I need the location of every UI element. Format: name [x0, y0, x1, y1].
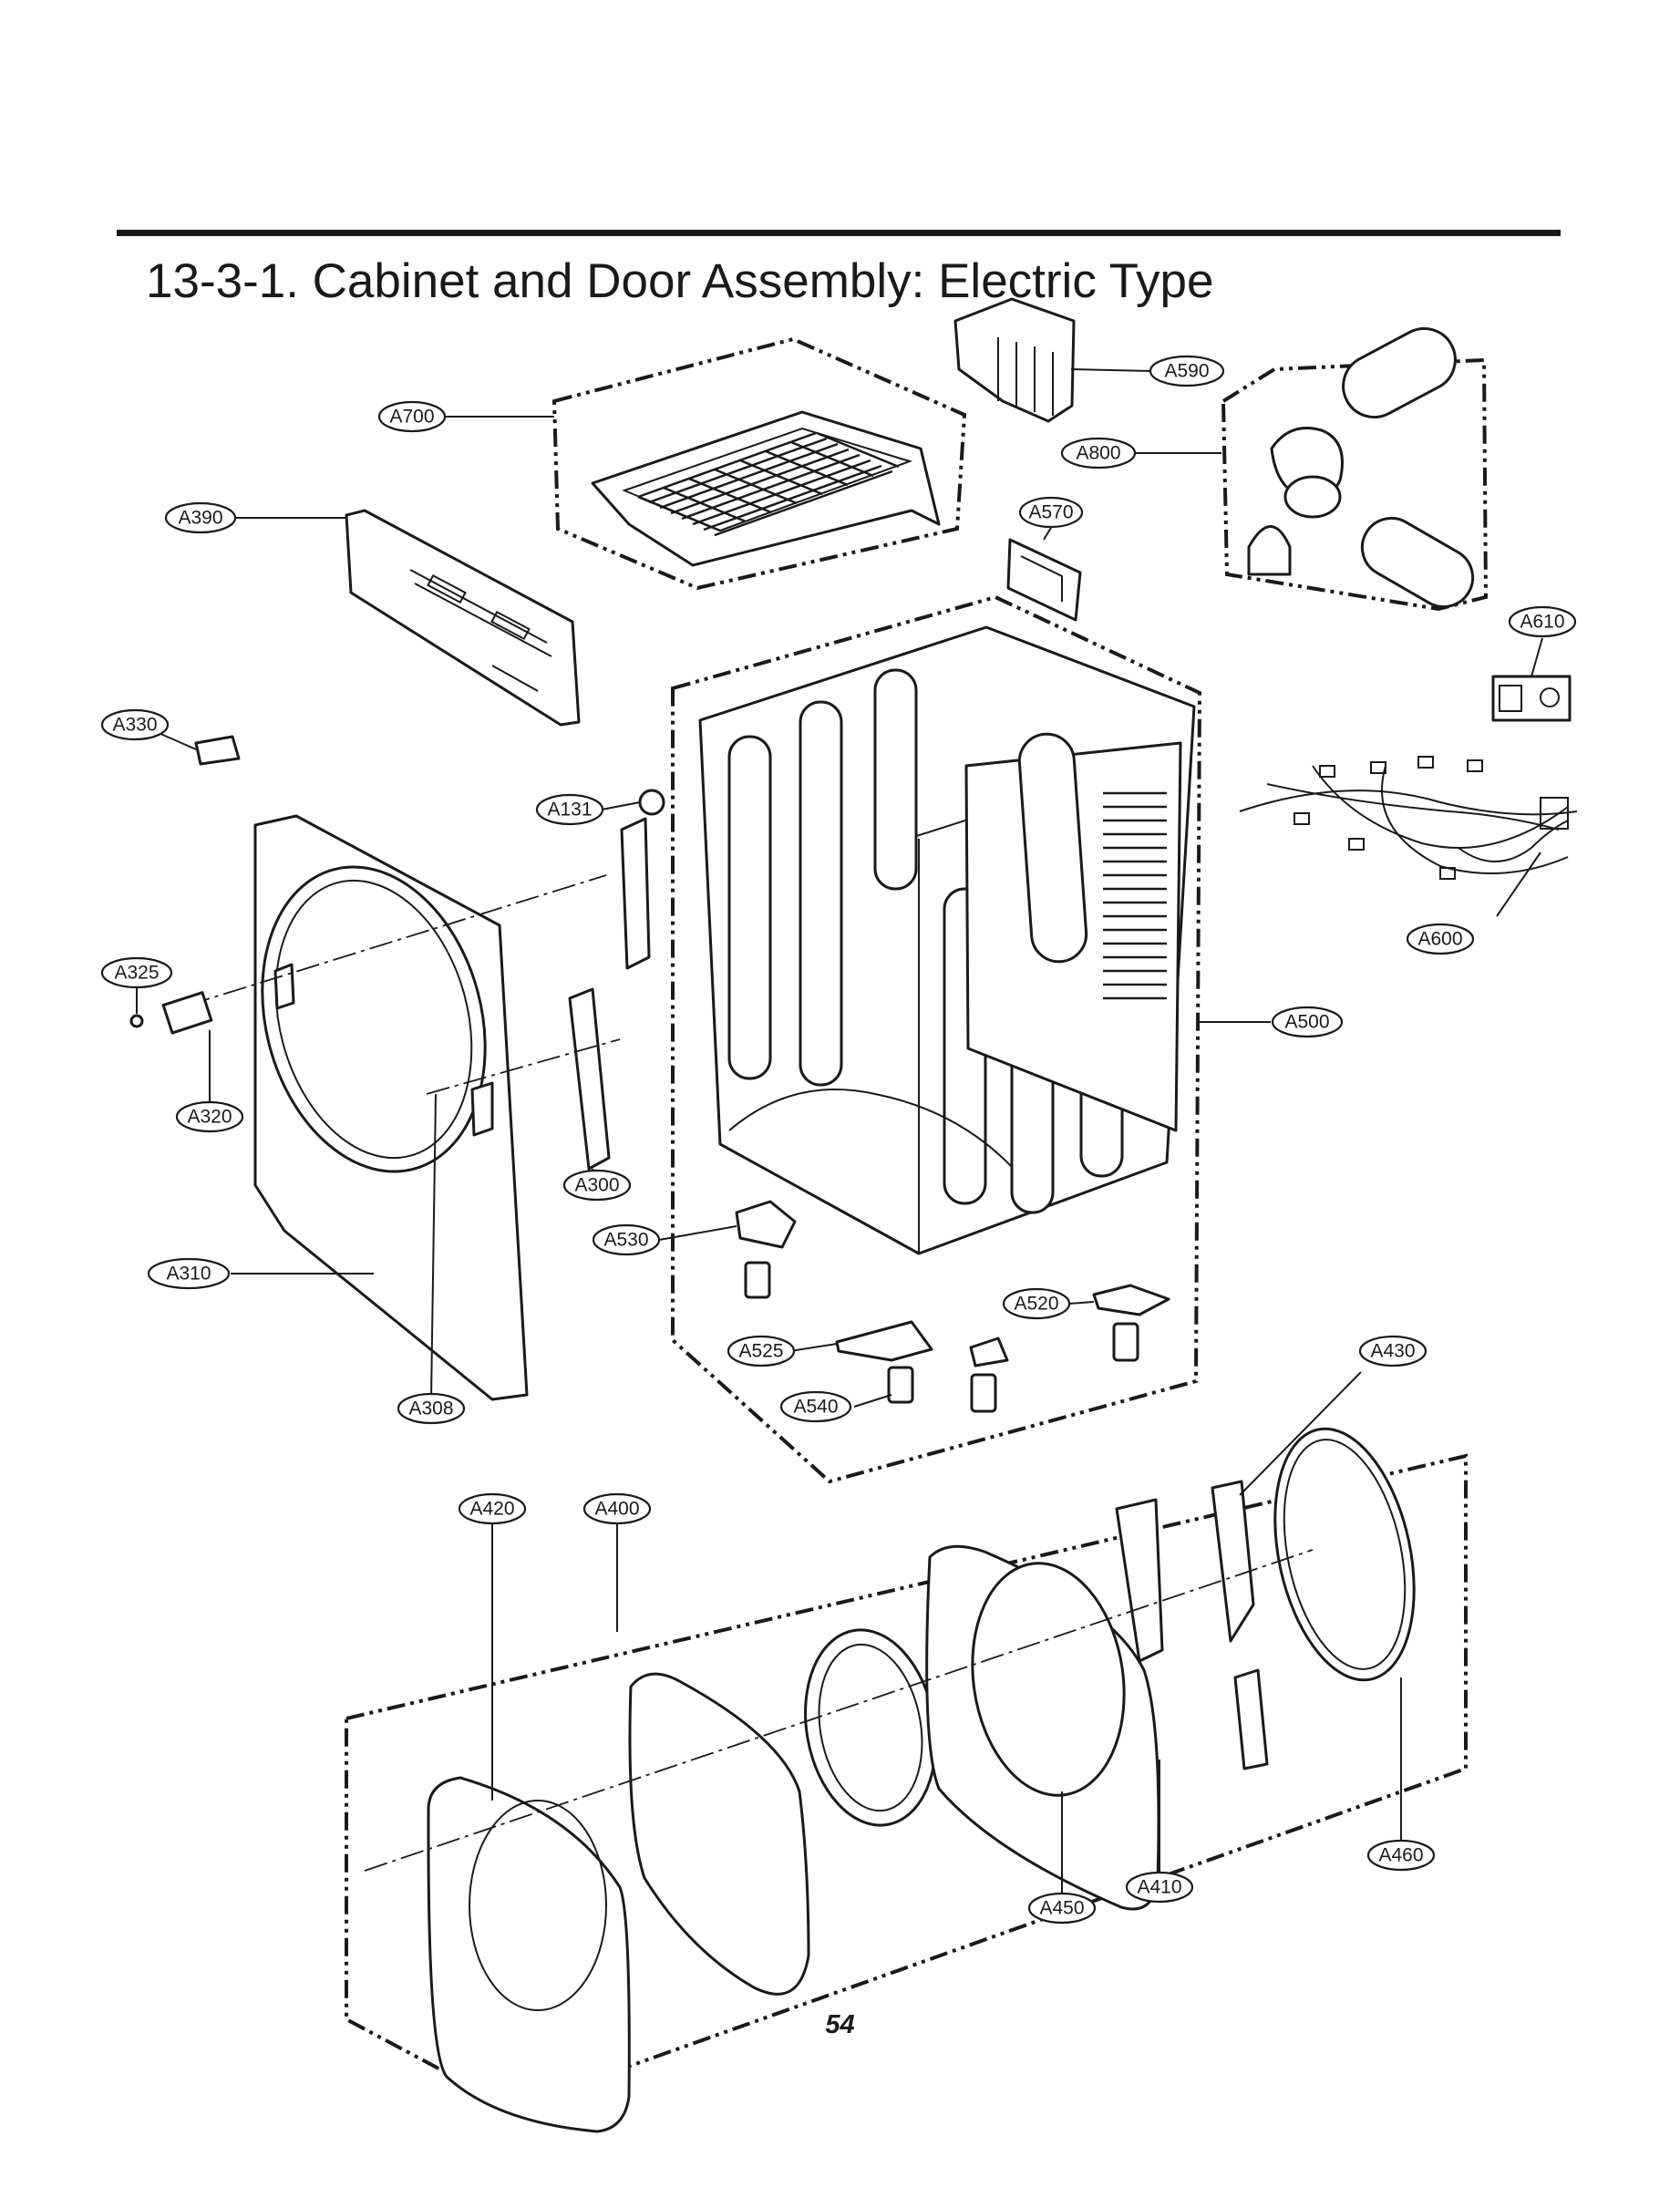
- label-A540: A540: [793, 1397, 838, 1418]
- label-A590: A590: [1164, 361, 1209, 382]
- label-A330: A330: [112, 715, 157, 736]
- top-cover-group-frame: [551, 336, 967, 591]
- page-title: 13-3-1. Cabinet and Door Assembly: Elect…: [146, 254, 1214, 308]
- callout-A320: A320: [175, 1100, 244, 1133]
- label-A430: A430: [1370, 1341, 1415, 1362]
- callout-A131: A131: [535, 793, 604, 826]
- front-panel-part: [186, 814, 621, 1401]
- duct-kit-part: [1247, 326, 1475, 608]
- bracket-part: [953, 297, 1076, 423]
- callout-A570: A570: [1018, 496, 1084, 529]
- label-A570: A570: [1028, 502, 1073, 523]
- cover-plate-part: [1006, 538, 1082, 622]
- callout-A430: A430: [1358, 1335, 1427, 1368]
- callout-A610: A610: [1508, 605, 1577, 638]
- top-cover-part: [591, 410, 941, 567]
- label-A390: A390: [178, 508, 222, 529]
- cabinet-group-frame: [671, 594, 1202, 1484]
- callout-A325: A325: [100, 956, 173, 989]
- label-A460: A460: [1378, 1845, 1423, 1866]
- callout-A520: A520: [1002, 1287, 1071, 1320]
- cabinet-bracket-parts: [568, 789, 665, 1171]
- callout-A700: A700: [377, 400, 447, 433]
- label-A300: A300: [574, 1175, 619, 1196]
- page-number: 54: [825, 2010, 855, 2039]
- callout-A300: A300: [562, 1169, 632, 1202]
- header-rule: [117, 230, 1561, 236]
- door-assembly-parts: [364, 1427, 1416, 2133]
- label-A131: A131: [547, 800, 592, 820]
- label-A520: A520: [1014, 1294, 1058, 1315]
- wire-harness-part: [1239, 756, 1578, 880]
- label-A700: A700: [389, 407, 434, 428]
- label-A410: A410: [1137, 1877, 1181, 1898]
- label-A525: A525: [738, 1341, 783, 1362]
- latch-part: [129, 991, 213, 1035]
- door-switch-part: [194, 735, 241, 766]
- label-A420: A420: [469, 1499, 514, 1520]
- label-A530: A530: [603, 1230, 648, 1251]
- label-A400: A400: [594, 1499, 639, 1520]
- label-A320: A320: [187, 1107, 232, 1128]
- callout-A525: A525: [727, 1335, 796, 1368]
- label-A600: A600: [1417, 929, 1462, 950]
- callout-A600: A600: [1406, 923, 1475, 955]
- callout-A410: A410: [1125, 1871, 1194, 1904]
- callout-A590: A590: [1149, 355, 1225, 387]
- cabinet-part: [698, 625, 1196, 1255]
- duct-kit-group-frame: [1221, 357, 1489, 612]
- callout-A530: A530: [592, 1223, 661, 1256]
- callout-A310: A310: [147, 1257, 231, 1290]
- callout-A460: A460: [1366, 1839, 1436, 1872]
- back-panel-part: [345, 509, 581, 727]
- label-A610: A610: [1520, 612, 1564, 633]
- label-A500: A500: [1284, 1012, 1329, 1033]
- feet-and-plates: [735, 1200, 1170, 1413]
- callout-A450: A450: [1027, 1892, 1097, 1925]
- callout-A308: A308: [397, 1392, 466, 1425]
- callout-A420: A420: [458, 1492, 527, 1525]
- callout-A540: A540: [779, 1390, 852, 1423]
- callout-A400: A400: [582, 1492, 652, 1525]
- callout-A800: A800: [1060, 437, 1137, 470]
- label-A310: A310: [166, 1264, 211, 1285]
- callout-A500: A500: [1271, 1006, 1344, 1038]
- terminal-block-part: [1491, 675, 1572, 722]
- callout-A390: A390: [164, 501, 237, 534]
- label-A450: A450: [1039, 1898, 1084, 1919]
- label-A325: A325: [114, 963, 159, 984]
- callout-A330: A330: [100, 708, 170, 741]
- label-A308: A308: [408, 1398, 453, 1419]
- label-A800: A800: [1076, 443, 1120, 464]
